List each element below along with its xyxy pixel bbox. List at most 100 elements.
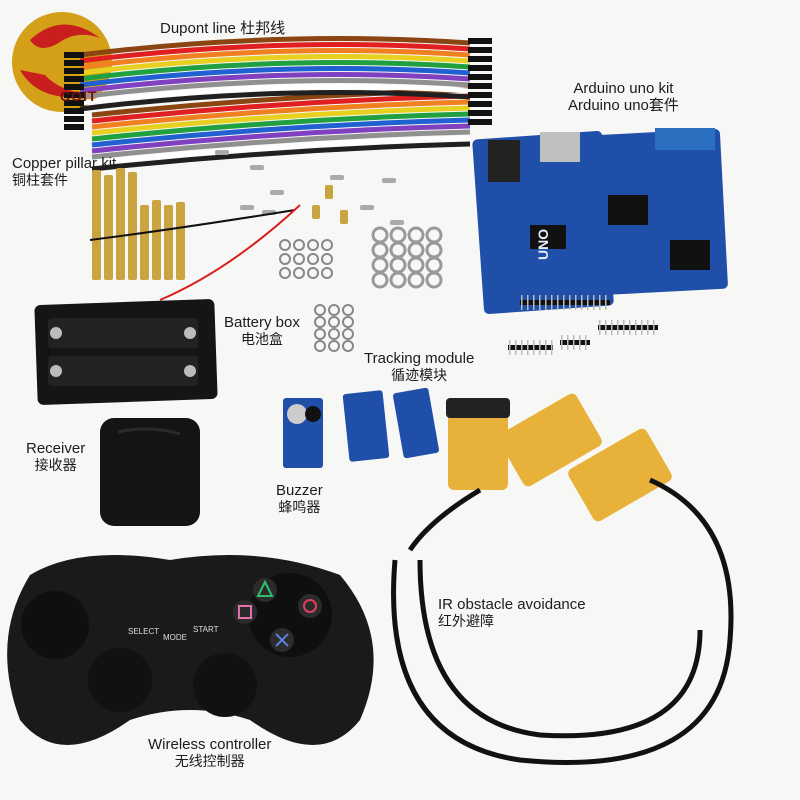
dupont-connector <box>64 60 84 66</box>
header-pin <box>611 320 613 335</box>
nut <box>279 253 291 265</box>
header-pin <box>641 320 643 335</box>
label-arduino-en: Arduino uno kit <box>573 80 674 97</box>
label-arduino-cn: Arduino uno套件 <box>568 97 679 114</box>
nut <box>307 239 319 251</box>
washer <box>425 271 443 289</box>
header-pin <box>551 295 553 310</box>
header-pin <box>567 335 569 350</box>
dupont-connector <box>468 92 492 98</box>
header-pin <box>599 320 601 335</box>
washer <box>425 256 443 274</box>
label-tracking-en: Tracking module <box>364 350 475 367</box>
copper-pillar <box>128 172 137 280</box>
square-icon <box>238 605 252 619</box>
washer <box>389 241 407 259</box>
header-strip <box>598 325 658 330</box>
nut <box>328 340 340 352</box>
nut <box>293 253 305 265</box>
label-wireless: Wireless controller 无线控制器 <box>148 736 271 770</box>
label-ir-cn: 红外避障 <box>438 613 494 629</box>
washer <box>389 271 407 289</box>
header-pin <box>557 295 559 310</box>
header-pin <box>521 295 523 310</box>
cross-icon <box>275 633 289 647</box>
nut <box>321 253 333 265</box>
tracking-module-1 <box>342 390 390 462</box>
nut <box>328 328 340 340</box>
label-dupont-en: Dupont line <box>160 20 236 37</box>
header-pin <box>647 320 649 335</box>
dupont-connector <box>468 47 492 53</box>
coit-logo-icon <box>12 12 112 112</box>
dupont-wire <box>91 111 471 142</box>
header-pin <box>563 295 565 310</box>
dupont-connector <box>64 124 84 130</box>
washer <box>371 256 389 274</box>
nut <box>328 316 340 328</box>
nut <box>314 316 326 328</box>
dupont-connector <box>64 84 84 90</box>
motor-shield-board <box>590 128 728 296</box>
dpad-icon <box>21 591 89 659</box>
nut <box>314 304 326 316</box>
copper-pillar <box>176 202 185 280</box>
label-receiver-en: Receiver <box>26 440 86 457</box>
washer <box>425 241 443 259</box>
screw <box>215 150 229 155</box>
ir-sensor-1 <box>446 398 510 490</box>
label-buzzer-cn: 蜂鸣器 <box>278 499 321 515</box>
screw <box>240 205 254 210</box>
copper-pillar <box>92 170 101 280</box>
nut <box>321 267 333 279</box>
dupont-connector <box>468 65 492 71</box>
header-pin <box>539 340 541 355</box>
washer <box>407 241 425 259</box>
label-tracking-cn: 循迹模块 <box>391 367 448 383</box>
header-pin <box>605 320 607 335</box>
header-pin <box>581 295 583 310</box>
left-stick <box>88 648 152 712</box>
header-strip <box>560 340 590 345</box>
brass-nut <box>340 210 348 224</box>
nut <box>279 267 291 279</box>
dupont-connector <box>468 56 492 62</box>
washer <box>371 226 389 244</box>
header-pin <box>635 320 637 335</box>
label-battery-en: Battery box <box>224 314 300 331</box>
header-strip <box>520 300 610 305</box>
washer <box>407 226 425 244</box>
label-buzzer-en: Buzzer <box>276 482 323 499</box>
select-label: SELECT <box>128 627 159 636</box>
copper-pillar <box>140 205 149 280</box>
header-pins <box>508 295 658 355</box>
label-ir: IR obstacle avoidance 红外避障 <box>438 596 586 630</box>
dupont-connector <box>468 74 492 80</box>
dupont-connector <box>64 52 84 58</box>
circle-icon <box>303 599 317 613</box>
dupont-connector <box>64 92 84 98</box>
header-pin <box>629 320 631 335</box>
dupont-wire <box>91 135 471 166</box>
receiver-module <box>100 418 200 526</box>
header-pin <box>587 295 589 310</box>
dupont-wire <box>79 60 471 82</box>
label-dupont: Dupont line 杜邦线 <box>160 20 285 37</box>
header-pin <box>509 340 511 355</box>
dupont-wire <box>91 99 471 130</box>
header-pin <box>561 335 563 350</box>
nut <box>314 340 326 352</box>
brass-nut <box>325 185 333 199</box>
nut <box>342 340 354 352</box>
nut <box>307 253 319 265</box>
dupont-wire <box>91 93 471 124</box>
label-receiver-cn: 接收器 <box>34 457 77 473</box>
label-tracking: Tracking module 循迹模块 <box>364 350 474 384</box>
label-wireless-cn: 无线控制器 <box>174 753 245 769</box>
dupont-wire <box>91 117 471 148</box>
header-pin <box>533 295 535 310</box>
header-pin <box>515 340 517 355</box>
battery-box <box>34 204 301 405</box>
dupont-wire <box>79 90 471 112</box>
